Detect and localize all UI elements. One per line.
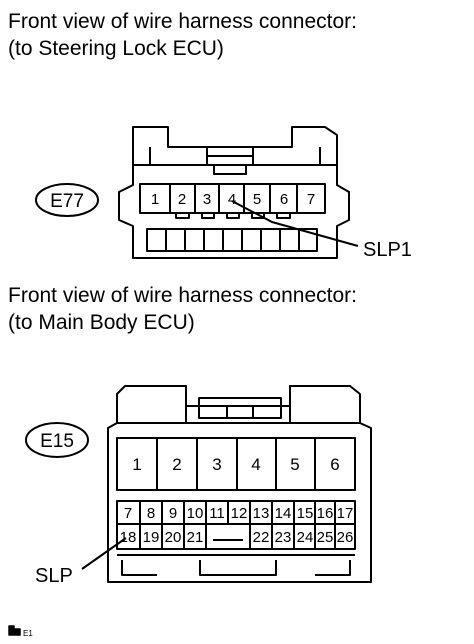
e15-pin-1: 1 xyxy=(132,455,141,474)
e15-pin-10: 10 xyxy=(187,505,204,522)
e15-pin-6: 6 xyxy=(330,455,339,474)
e77-pin-7: 7 xyxy=(307,191,315,208)
caption-line-1: Front view of wire harness connector: xyxy=(8,10,357,33)
e15-pin-14: 14 xyxy=(275,505,292,522)
e15-pin-25: 25 xyxy=(317,529,334,546)
figure-code-label: E1 xyxy=(23,629,33,638)
e77-pin-3: 3 xyxy=(203,191,211,208)
connector-e15-lock-tab xyxy=(198,397,282,419)
e15-pin-13: 13 xyxy=(253,505,270,522)
e15-pin-12: 12 xyxy=(231,505,248,522)
e77-pin-1: 1 xyxy=(151,191,159,208)
slp1-leader-line xyxy=(231,200,359,247)
e15-pin-8: 8 xyxy=(147,505,155,522)
connector-e77-housing xyxy=(118,126,350,259)
e15-pin-7: 7 xyxy=(124,505,132,522)
connector-e15 xyxy=(25,385,372,583)
e15-pin-19: 19 xyxy=(143,529,160,546)
connector-e15-code: E15 xyxy=(40,431,74,452)
e15-pin-24: 24 xyxy=(297,529,314,546)
e77-pin-6: 6 xyxy=(280,191,288,208)
e15-pin-21: 21 xyxy=(187,529,204,546)
figure-code-icon xyxy=(8,625,21,636)
e77-pin-5: 5 xyxy=(253,191,261,208)
connector-e77-lock-tab xyxy=(206,147,254,165)
caption-line-1: Front view of wire harness connector: xyxy=(8,284,357,307)
connector-e77-pin-block xyxy=(139,183,326,214)
e15-pin-2: 2 xyxy=(172,455,181,474)
e15-pin-16: 16 xyxy=(317,505,334,522)
connector-e15-caption: Front view of wire harness connector: (t… xyxy=(8,282,357,336)
e15-pin-4: 4 xyxy=(251,455,260,474)
e15-pin-11: 11 xyxy=(209,505,225,522)
connector-e77-caption: Front view of wire harness connector: (t… xyxy=(8,8,357,62)
e15-pin-22: 22 xyxy=(253,529,270,546)
connector-e77-code-bubble xyxy=(35,183,99,217)
e15-pin-23: 23 xyxy=(275,529,292,546)
slp1-callout-label: SLP1 xyxy=(363,239,412,261)
e77-pin-2: 2 xyxy=(178,191,186,208)
e15-pin-9: 9 xyxy=(169,505,177,522)
connector-e77 xyxy=(35,126,359,259)
e15-pin-3: 3 xyxy=(212,455,221,474)
slp-callout-label: SLP xyxy=(35,565,73,587)
e15-pin-17: 17 xyxy=(337,505,354,522)
caption-line-2: (to Main Body ECU) xyxy=(8,311,195,334)
connector-e15-housing xyxy=(107,385,372,583)
e15-pin-18: 18 xyxy=(120,529,137,546)
e77-pin-4: 4 xyxy=(228,191,236,208)
slp-leader-line xyxy=(81,537,127,570)
e15-pin-26: 26 xyxy=(337,529,354,546)
e15-pin-15: 15 xyxy=(297,505,314,522)
e15-pin-20: 20 xyxy=(165,529,182,546)
connector-e77-code: E77 xyxy=(50,191,84,212)
connector-e15-code-bubble xyxy=(25,422,89,458)
e15-pin-5: 5 xyxy=(290,455,299,474)
caption-line-2: (to Steering Lock ECU) xyxy=(8,37,224,60)
